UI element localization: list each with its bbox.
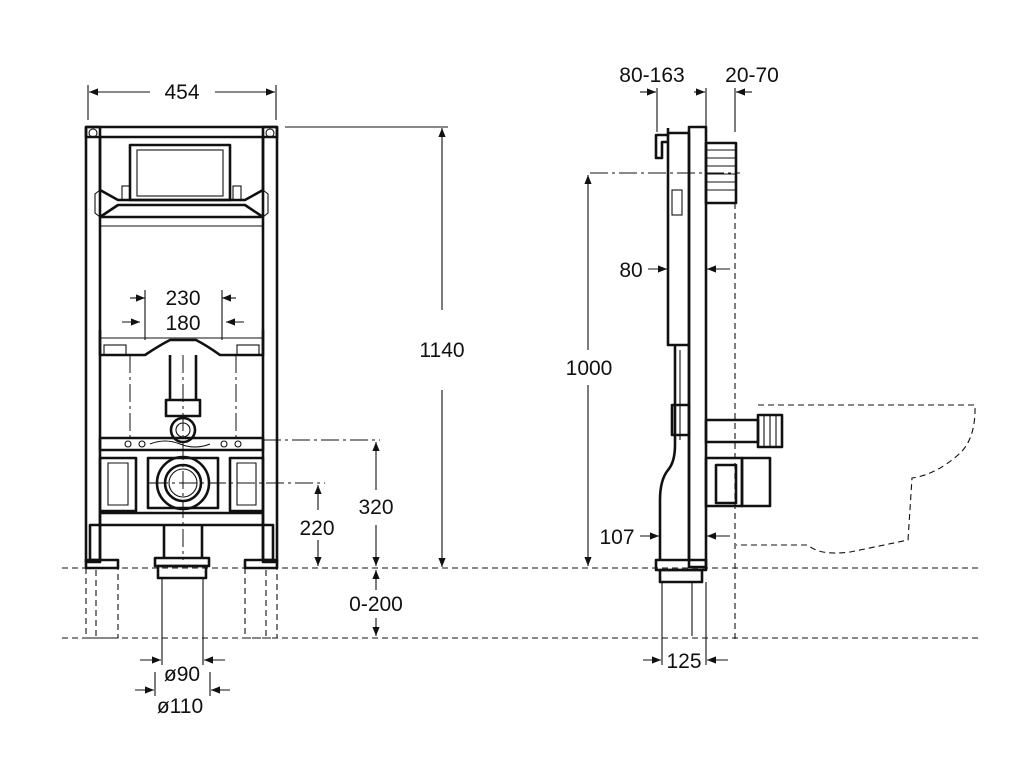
side-view-frame: [590, 125, 976, 665]
dim-side-top-left: 80-163: [619, 64, 684, 87]
side-dimensions: [584, 88, 752, 664]
dim-outlet-height: 320: [358, 496, 393, 519]
dim-side-125: 125: [666, 650, 701, 673]
front-dimensions: [87, 85, 448, 696]
dim-bolt-outer: 230: [165, 287, 200, 310]
dim-front-width: 454: [164, 81, 199, 104]
front-view-frame: [84, 125, 380, 665]
dim-side-107: 107: [599, 526, 634, 549]
dimension-labels: 454 1140 230 180 320 220 0-200 ø90 ø110 …: [157, 64, 779, 718]
dim-inlet-height: 220: [299, 517, 334, 540]
dim-side-height: 1000: [566, 357, 613, 380]
dim-side-80: 80: [619, 259, 642, 282]
dim-floor-adjust: 0-200: [349, 593, 403, 616]
dim-pipe-small: ø90: [164, 663, 200, 686]
dim-bolt-inner: 180: [165, 312, 200, 335]
floor-lines: [62, 567, 980, 639]
dim-side-top-right: 20-70: [725, 64, 779, 87]
dim-pipe-large: ø110: [157, 695, 203, 718]
dim-front-height: 1140: [419, 339, 464, 362]
